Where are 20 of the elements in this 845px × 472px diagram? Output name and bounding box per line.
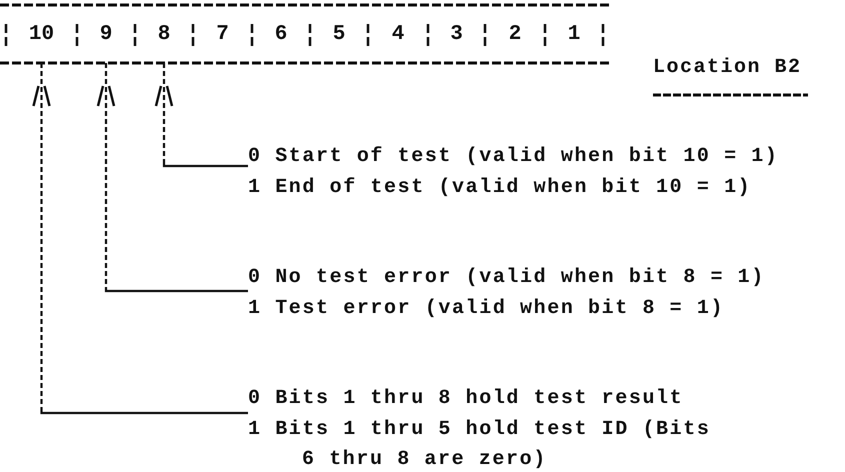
bit-number: 4: [392, 22, 404, 46]
bit-number: 8: [158, 22, 170, 46]
bit-value-description: 1 End of test (valid when bit 10 = 1): [248, 174, 752, 200]
bit-number: 2: [508, 22, 522, 46]
bit-number: 5: [332, 22, 346, 46]
leader-line: [96, 63, 248, 292]
bit-value-description: 1 Bits 1 thru 5 hold test ID (Bits 6 thru 8 are zero): [248, 416, 712, 472]
bit-value-description: 0 No test error (valid when bit 8 = 1): [248, 265, 766, 291]
bit-value-description: 0 Bits 1 thru 8 hold test result: [248, 386, 684, 412]
bit-number: 7: [216, 22, 229, 46]
bit-value-description: 0 Start of test (valid when bit 10 = 1): [248, 144, 780, 170]
leader-line: [32, 63, 248, 414]
bit-number: 1: [568, 22, 580, 46]
bit-number: 9: [100, 22, 112, 46]
bit-number: 10: [28, 22, 54, 46]
bit-number: 3: [450, 22, 463, 46]
location-label: Location B2: [653, 56, 802, 79]
bit-number: 6: [274, 22, 288, 46]
bit-value-description: 1 Test error (valid when bit 8 = 1): [248, 296, 726, 322]
leader-line: [154, 63, 248, 168]
